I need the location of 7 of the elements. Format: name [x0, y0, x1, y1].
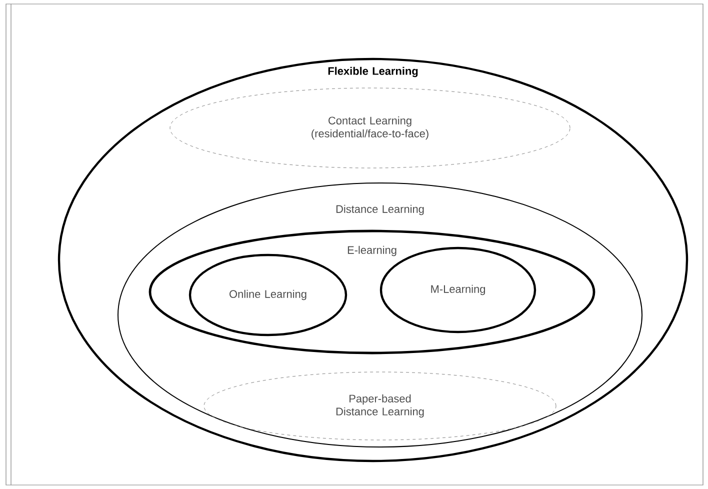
node-label: Online Learning: [230, 290, 306, 300]
node-label: Flexible Learning: [328, 66, 418, 78]
node-label: E-learning: [348, 246, 396, 256]
node-label: M-Learning: [431, 284, 485, 296]
node-label: Contact Learning (residential/face-to-face): [312, 116, 428, 140]
node-label: Paper-based Distance Learning: [336, 394, 424, 418]
node-label: Distance Learning: [336, 204, 424, 216]
